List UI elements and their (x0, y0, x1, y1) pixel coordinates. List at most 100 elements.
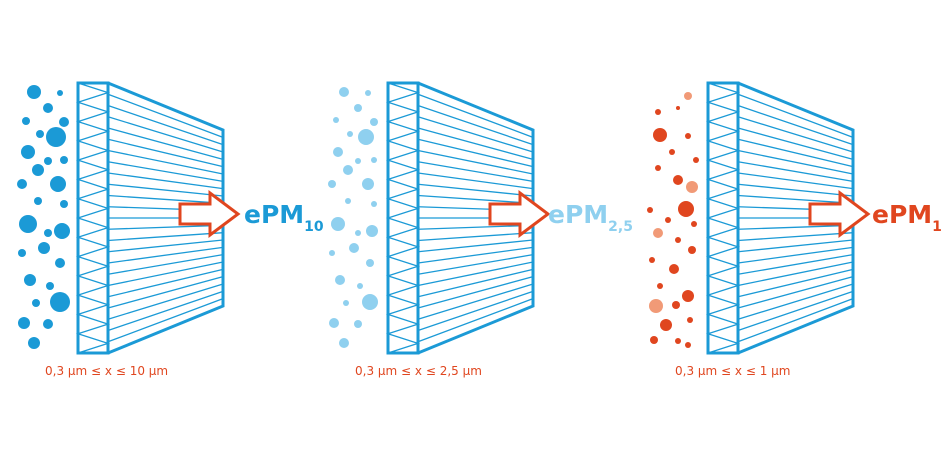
particle-dot (24, 274, 36, 286)
particle-size-range: 0,3 µm ≤ x ≤ 2,5 µm (355, 364, 482, 378)
panel-epm10: ePM10 0,3 µm ≤ x ≤ 10 µm (17, 81, 324, 378)
particle-dot (43, 103, 53, 113)
particle-dot (669, 264, 679, 274)
particle-dot (57, 90, 63, 96)
filter-media-icon (75, 81, 225, 355)
particle-dot (19, 215, 37, 233)
particle-dot (676, 106, 680, 110)
arrow-right-icon (808, 190, 871, 238)
filter-class-label: ePM10 (244, 200, 324, 235)
particle-dot (678, 201, 694, 217)
particle-dot (345, 198, 351, 204)
particle-dot (44, 229, 52, 237)
arrow-right-icon (178, 190, 241, 238)
particle-dot (22, 117, 30, 125)
particle-dot (362, 178, 374, 190)
particle-dot (343, 165, 353, 175)
particle-dot (339, 338, 349, 348)
particle-dot (38, 242, 50, 254)
panel-epm1: ePM1 0,3 µm ≤ x ≤ 1 µm (647, 81, 942, 378)
particle-dot (358, 129, 374, 145)
particle-dot (335, 275, 345, 285)
particle-dot (50, 176, 66, 192)
particle-dot (36, 130, 44, 138)
particle-dot (347, 131, 353, 137)
particle-dot (329, 250, 335, 256)
particle-dot (362, 294, 378, 310)
particle-dot (672, 301, 680, 309)
particle-dot (46, 282, 54, 290)
particle-dot (371, 157, 377, 163)
particle-dot (682, 290, 694, 302)
particle-dot (673, 175, 683, 185)
particle-dot (46, 127, 66, 147)
particle-dot (343, 300, 349, 306)
particle-dot (647, 207, 653, 213)
particle-dot (54, 223, 70, 239)
particle-dot (50, 292, 70, 312)
filter-class-main: ePM (548, 200, 608, 229)
particle-dot (366, 259, 374, 267)
particle-size-range: 0,3 µm ≤ x ≤ 10 µm (45, 364, 168, 378)
particle-dot (684, 92, 692, 100)
particle-dot (691, 221, 697, 227)
particle-dot (655, 109, 661, 115)
particle-dot (650, 336, 658, 344)
particle-dot (355, 230, 361, 236)
particle-dot (43, 319, 53, 329)
particle-dot (660, 319, 672, 331)
particle-dot (32, 164, 44, 176)
particle-dot (686, 181, 698, 193)
particle-size-range: 0,3 µm ≤ x ≤ 1 µm (675, 364, 790, 378)
particle-dot (366, 225, 378, 237)
particle-dot (355, 158, 361, 164)
particle-dot (685, 342, 691, 348)
filter-class-subscript: 10 (304, 219, 324, 235)
particle-dot (693, 157, 699, 163)
particle-dot (665, 217, 671, 223)
particle-dot (685, 133, 691, 139)
particle-dot (333, 147, 343, 157)
particle-dot (675, 237, 681, 243)
particle-dot (34, 197, 42, 205)
filter-class-label: ePM2,5 (548, 200, 633, 235)
particle-dot (28, 337, 40, 349)
particle-dot (17, 179, 27, 189)
particle-dot (331, 217, 345, 231)
particle-dot (371, 201, 377, 207)
particle-dot (354, 104, 362, 112)
particle-dot (365, 90, 371, 96)
particle-dot (32, 299, 40, 307)
filter-class-main: ePM (244, 200, 304, 229)
particle-dot (655, 165, 661, 171)
particle-dot (653, 228, 663, 238)
particle-dot (653, 128, 667, 142)
particle-dot (44, 157, 52, 165)
arrow-right-icon (488, 190, 551, 238)
panel-epm25: ePM2,5 0,3 µm ≤ x ≤ 2,5 µm (328, 81, 633, 378)
particle-dot (688, 246, 696, 254)
particle-dot (328, 180, 336, 188)
particle-dot (649, 299, 663, 313)
particle-dot (55, 258, 65, 268)
particle-dot (349, 243, 359, 253)
particle-dot (649, 257, 655, 263)
particle-dot (354, 320, 362, 328)
particle-dot (60, 200, 68, 208)
particle-dot (357, 283, 363, 289)
filter-class-label: ePM1 (872, 200, 942, 235)
particle-dot (329, 318, 339, 328)
particle-dot (669, 149, 675, 155)
particle-dot (657, 283, 663, 289)
particle-dot (333, 117, 339, 123)
particle-dot (27, 85, 41, 99)
particle-dot (21, 145, 35, 159)
filter-class-subscript: 2,5 (608, 219, 633, 235)
filter-class-subscript: 1 (932, 219, 942, 235)
particle-dot (687, 317, 693, 323)
particle-dot (18, 317, 30, 329)
particle-dot (18, 249, 26, 257)
particle-dot (60, 156, 68, 164)
particle-dot (675, 338, 681, 344)
